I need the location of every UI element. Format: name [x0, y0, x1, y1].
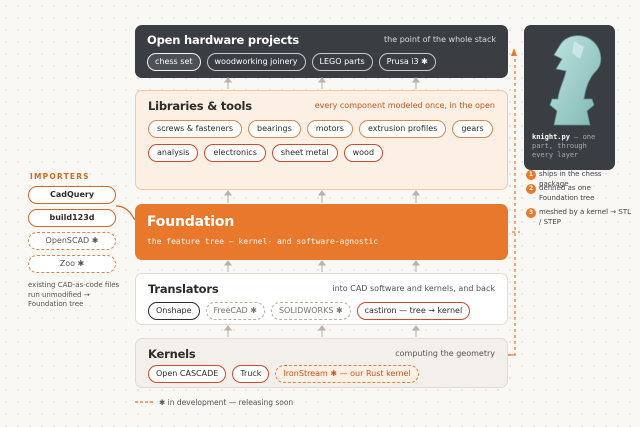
- layer-subtitle: the feature tree — kernel- and software-…: [147, 237, 379, 246]
- chip-solidworks[interactable]: SOLIDWORKS ✱: [270, 302, 351, 320]
- chip-open-cascade[interactable]: Open CASCADE: [148, 365, 227, 383]
- layer-title: Kernels: [148, 347, 196, 361]
- library-chips-row1: screws & fasteners bearings motors extru…: [148, 120, 493, 138]
- importer-openscad[interactable]: OpenSCAD ✱: [28, 232, 116, 250]
- step-text: defined as one Foundation tree: [539, 184, 595, 202]
- legend-text: ✱ in development — releasing soon: [159, 398, 294, 407]
- chip-truck[interactable]: Truck: [232, 365, 270, 383]
- chip-screws[interactable]: screws & fasteners: [148, 120, 243, 138]
- layer-title: Libraries & tools: [148, 99, 252, 113]
- layer-title: Foundation: [147, 214, 235, 230]
- chip-motors[interactable]: motors: [306, 120, 353, 138]
- chip-castiron[interactable]: castiron — tree → kernel: [356, 302, 471, 320]
- chip-ironstream[interactable]: IronStream ✱ — our Rust kernel: [275, 365, 419, 383]
- chip-gears[interactable]: gears: [452, 120, 493, 138]
- library-chips-row2: analysis electronics sheet metal wood: [148, 144, 384, 162]
- importers-title: IMPORTERS: [30, 172, 90, 181]
- step-text: ships in the chess package: [539, 170, 602, 188]
- knight-caption-text: — one part, through every layer: [532, 133, 596, 159]
- hardware-chips: chess set woodworking joinery LEGO parts…: [147, 53, 436, 71]
- layer-note: the point of the whole stack: [384, 35, 496, 44]
- chip-sheet-metal[interactable]: sheet metal: [271, 144, 338, 162]
- step-number: 2: [526, 184, 536, 194]
- step-number: 3: [526, 208, 536, 218]
- chip-onshape[interactable]: Onshape: [148, 302, 200, 320]
- chip-extrusion[interactable]: extrusion profiles: [358, 120, 447, 138]
- importers-note: existing CAD-as-code files run unmodifie…: [28, 281, 120, 308]
- chip-freecad[interactable]: FreeCAD ✱: [205, 302, 265, 320]
- step-text: meshed by a kernel → STL / STEP: [539, 208, 631, 226]
- knight-filename: knight.py: [532, 133, 570, 141]
- layer-open-hardware: Open hardware projects the point of the …: [135, 25, 508, 78]
- kernel-chips: Open CASCADE Truck IronStream ✱ — our Ru…: [148, 365, 419, 383]
- layer-libraries: Libraries & tools every component modele…: [135, 90, 508, 190]
- layer-kernels: Kernels computing the geometry Open CASC…: [135, 338, 508, 388]
- layer-note: into CAD software and kernels, and back: [332, 284, 495, 293]
- layer-title: Translators: [148, 282, 219, 296]
- layer-foundation: Foundation the feature tree — kernel- an…: [135, 204, 508, 260]
- chip-analysis[interactable]: analysis: [148, 144, 199, 162]
- chip-wood[interactable]: wood: [343, 144, 384, 162]
- layer-note: every component modeled once, in the ope…: [314, 101, 495, 110]
- chip-chess-set[interactable]: chess set: [147, 53, 201, 71]
- knight-caption: knight.py — one part, through every laye…: [532, 133, 612, 160]
- layer-title: Open hardware projects: [147, 33, 300, 47]
- importer-zoo[interactable]: Zoo ✱: [28, 255, 116, 273]
- step-number: 1: [526, 170, 536, 180]
- chip-electronics[interactable]: electronics: [204, 144, 266, 162]
- chip-bearings[interactable]: bearings: [248, 120, 301, 138]
- layer-translators: Translators into CAD software and kernel…: [135, 273, 508, 325]
- translator-chips: Onshape FreeCAD ✱ SOLIDWORKS ✱ castiron …: [148, 302, 471, 320]
- importer-cadquery[interactable]: CadQuery: [28, 186, 116, 204]
- chip-woodworking[interactable]: woodworking joinery: [206, 53, 306, 71]
- chip-lego[interactable]: LEGO parts: [311, 53, 373, 71]
- importer-build123d[interactable]: build123d: [28, 209, 116, 227]
- knight-preview: [524, 25, 615, 170]
- knight-piece-icon: [549, 35, 602, 126]
- layer-note: computing the geometry: [395, 349, 495, 358]
- chip-prusa[interactable]: Prusa i3 ✱: [378, 53, 436, 71]
- legend: ✱ in development — releasing soon: [135, 398, 293, 407]
